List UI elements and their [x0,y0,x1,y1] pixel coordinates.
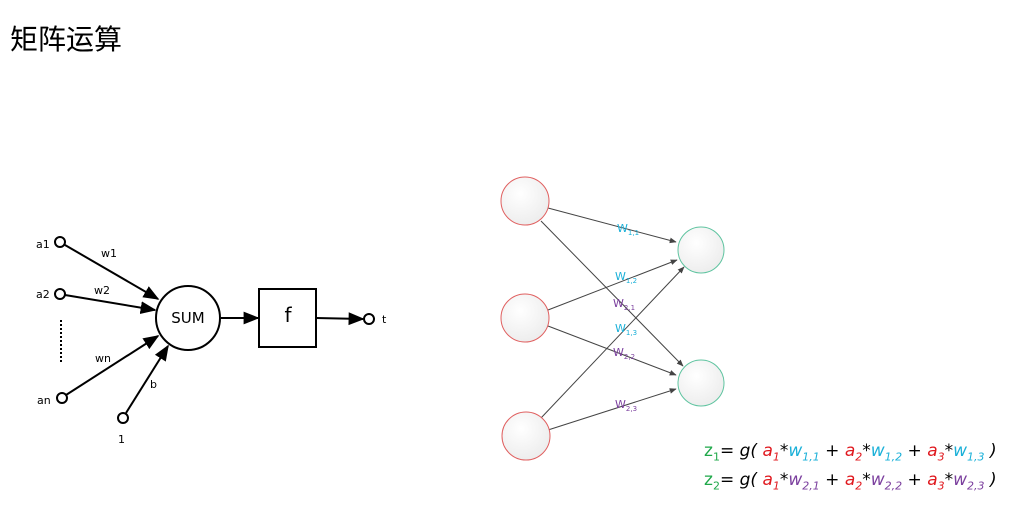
label-output: t [382,313,387,326]
input-neuron-3 [501,411,551,461]
bias-node [117,412,129,424]
input-node-an [56,392,68,404]
label-wn: wn [95,352,111,365]
edge-a2 [64,294,157,314]
edge-a3-z2 [547,388,677,431]
edge-label-w21: W2,1 [613,297,635,312]
edge-f-to-output [315,312,365,326]
activation-box [258,288,317,348]
edge-a1-z1 [547,207,677,244]
formula-z2-lhs: z2 [704,470,720,493]
sum-node [155,285,221,351]
formula-z2: z2= g( a1*w2,1 + a2*w2,2 + a3*w2,3 ) [704,470,997,493]
edge-a1 [64,244,160,300]
neuron-diagram: a1 a2 an 1 w1 w2 wn b SUM f t [36,236,387,446]
edge-label-w12: W1,2 [615,270,637,285]
output-neuron-1 [677,226,725,274]
edge-a2-z2 [547,325,677,376]
input-neuron-2 [500,293,550,343]
label-w1: w1 [101,247,117,260]
network-diagram: W1,1 W1,2 W2,1 W1,3 W2,2 W2,3 [500,176,725,461]
edge-bias [125,344,169,414]
output-neuron-2 [677,359,725,407]
label-a1: a1 [36,238,50,251]
edge-a1-z2 [540,220,684,367]
input-node-a1 [54,236,66,248]
edge-label-w22: W2,2 [613,346,635,361]
edge-an [65,335,160,396]
label-an: an [37,394,51,407]
label-bias-input: 1 [118,433,125,446]
activation-label: f [284,303,292,327]
label-b: b [150,378,157,391]
page-title: 矩阵运算 [10,23,123,56]
label-w2: w2 [94,284,110,297]
formula-z1: z1= g( a1*w1,1 + a2*w1,2 + a3*w1,3 ) [704,441,997,464]
edge-label-w23: W2,3 [615,398,637,413]
input-node-a2 [54,288,66,300]
label-a2: a2 [36,288,50,301]
formula-z1-lhs: z1 [704,441,720,464]
sum-label: SUM [171,309,204,327]
output-node [363,313,375,325]
edge-label-w11: W1,1 [617,222,639,237]
input-neuron-1 [500,176,550,226]
edge-label-w13: W1,3 [615,322,637,337]
edge-a3-z1 [540,266,685,419]
edge-a2-z1 [547,259,678,311]
